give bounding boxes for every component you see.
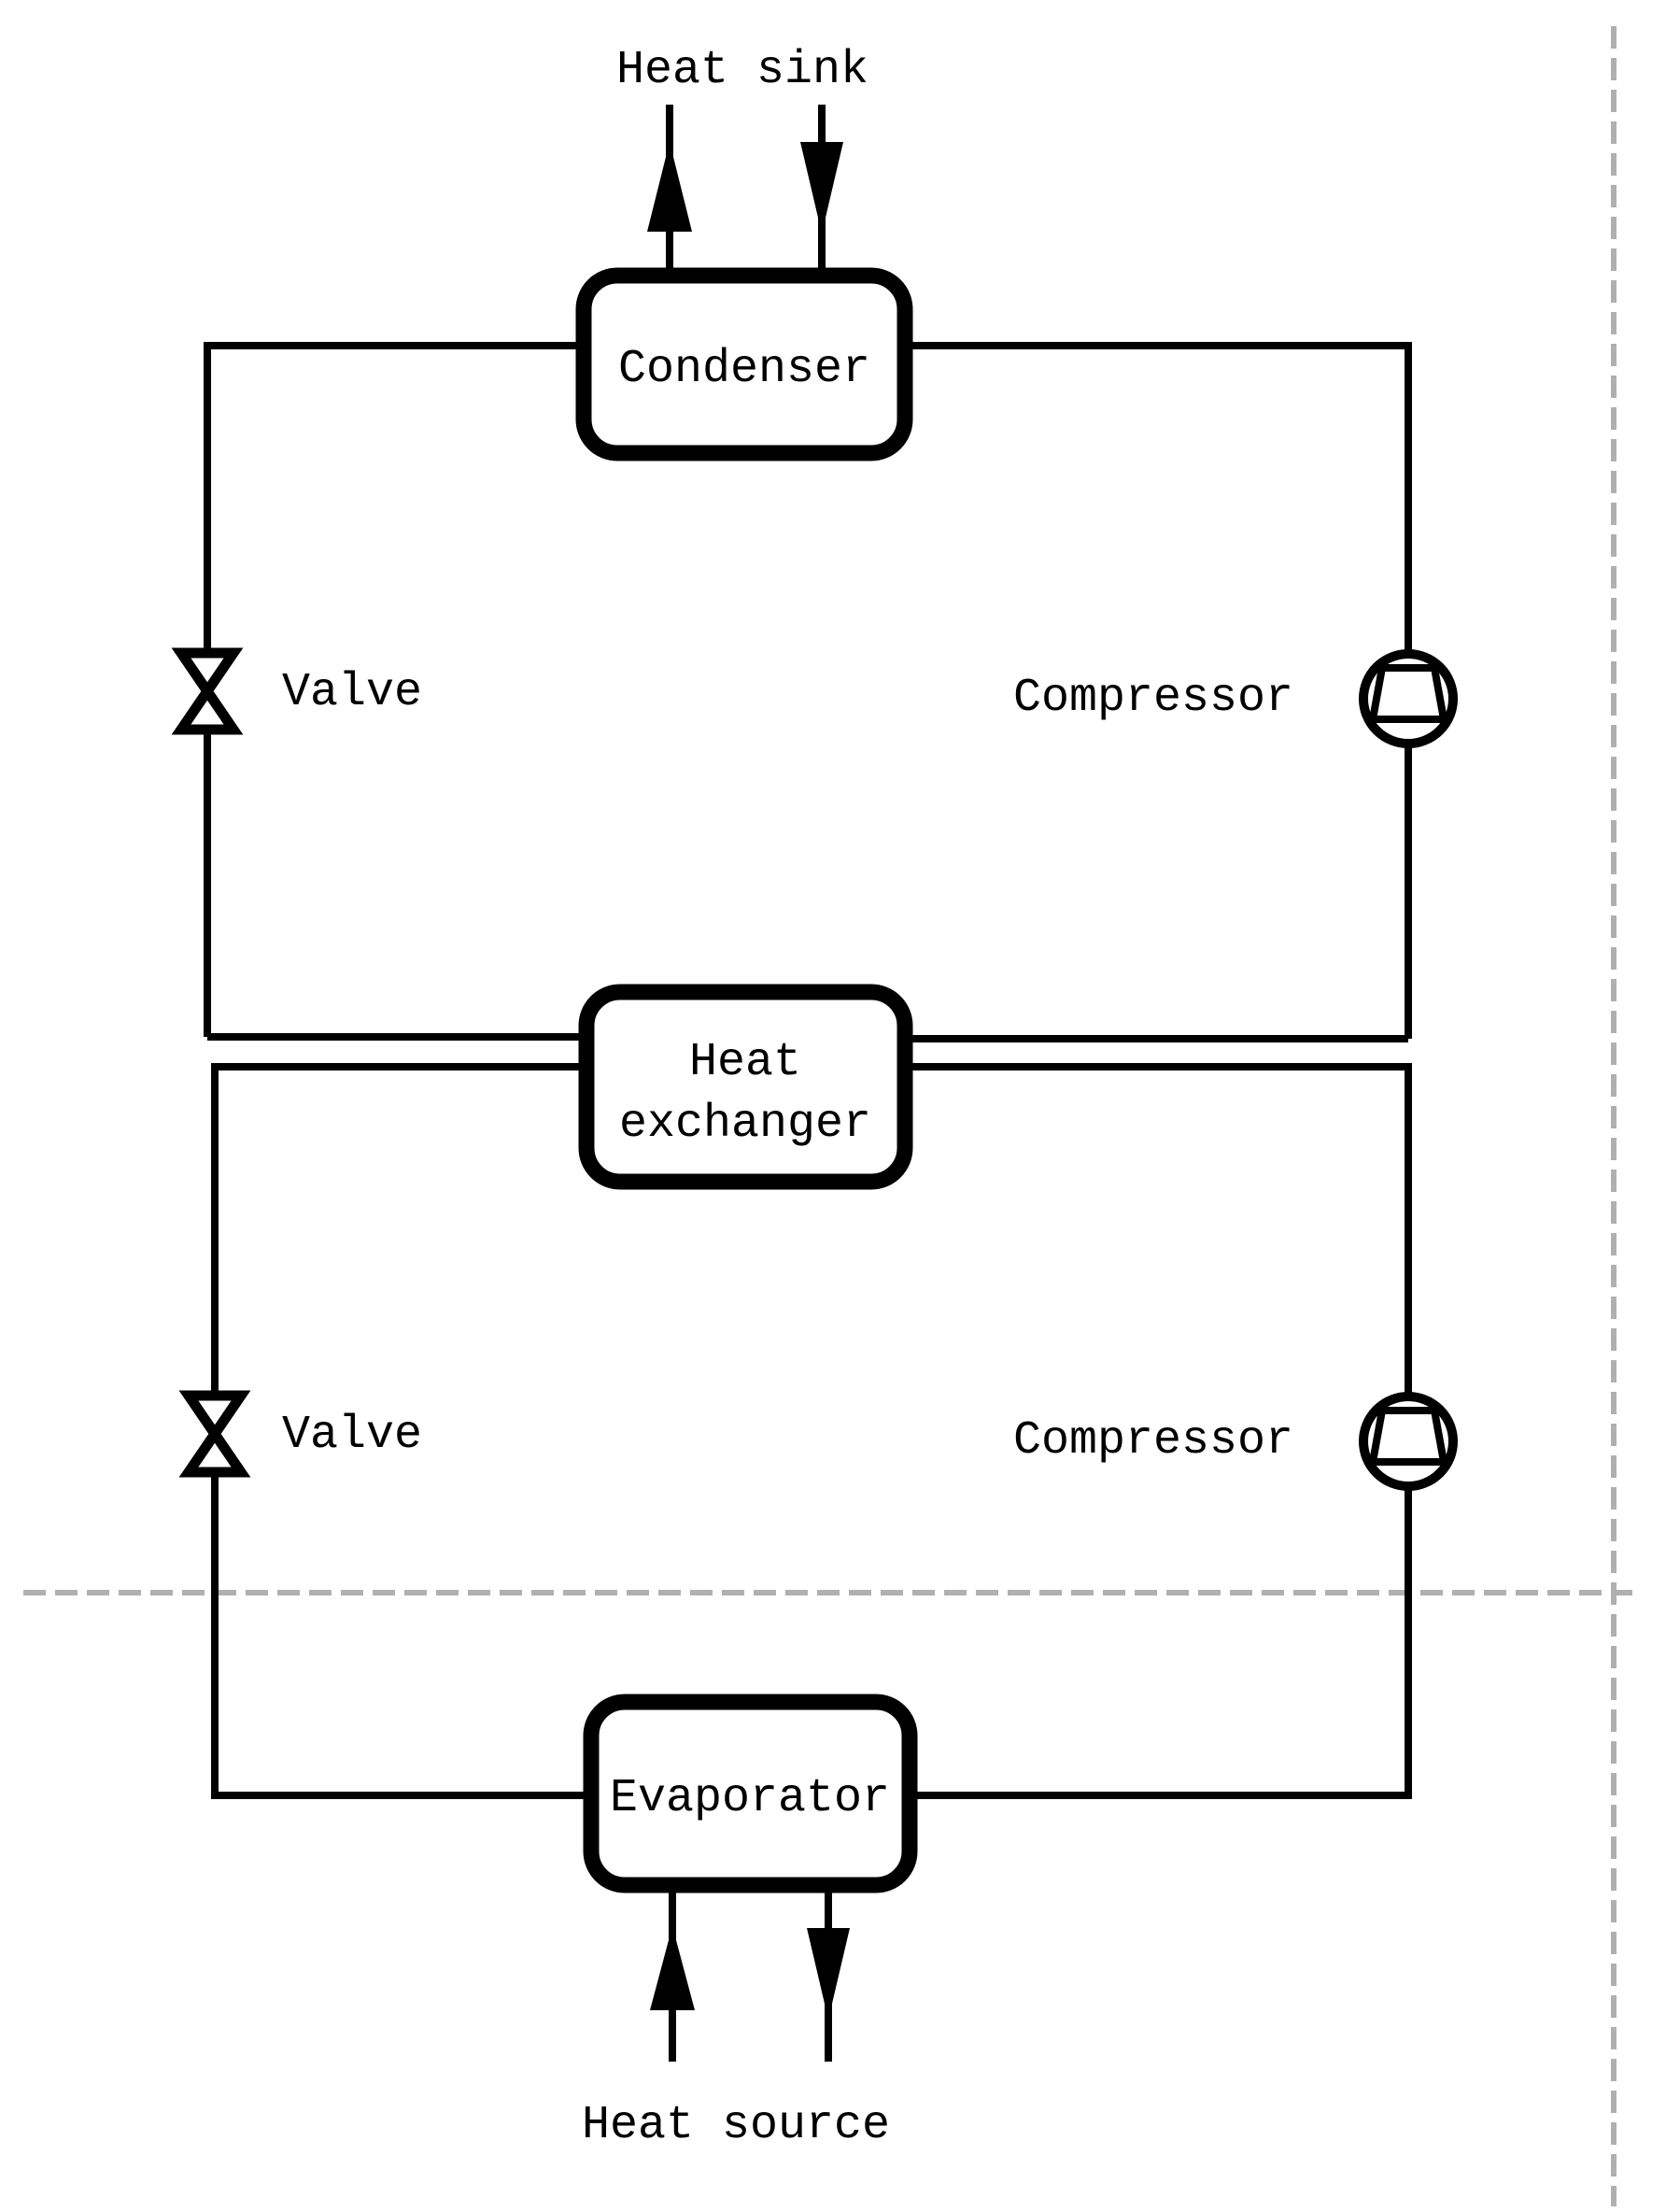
- valve-upper-icon: [171, 647, 244, 735]
- evaporator-box: [583, 1694, 918, 1893]
- heat-sink-arrows: [647, 105, 843, 271]
- pipe-upper-right: [909, 342, 1412, 1039]
- compressor-lower-icon: [1359, 1392, 1458, 1491]
- heat-source-arrows: [650, 1891, 850, 2062]
- heat-sink-out-arrowhead-up-icon: [647, 142, 692, 232]
- heat-exchanger-box: [578, 984, 913, 1190]
- compressor-upper-label: Compressor: [1013, 672, 1293, 725]
- heat-exchanger-label-line1: Heat: [689, 1036, 801, 1089]
- valve-lower-label: Valve: [282, 1409, 422, 1462]
- heat-source-out-arrowhead-down-icon: [807, 1928, 850, 2020]
- valve-upper-label: Valve: [282, 666, 422, 719]
- heat-source-label: Heat source: [582, 2099, 890, 2152]
- heat-sink-label: Heat sink: [616, 44, 868, 97]
- pipe-upper-left: [204, 342, 580, 1037]
- heat-sink-in-arrowhead-down-icon: [800, 142, 843, 234]
- valve-lower-icon: [178, 1390, 251, 1478]
- compressor-upper-icon: [1359, 649, 1458, 748]
- condenser-box: [575, 267, 913, 461]
- heat-source-in-arrowhead-up-icon: [650, 1926, 695, 2010]
- compressor-lower-label: Compressor: [1013, 1414, 1293, 1468]
- heat-exchanger-label-line2: exchanger: [619, 1098, 871, 1151]
- evaporator-label: Evaporator: [610, 1772, 890, 1825]
- condenser-label: Condenser: [618, 343, 870, 396]
